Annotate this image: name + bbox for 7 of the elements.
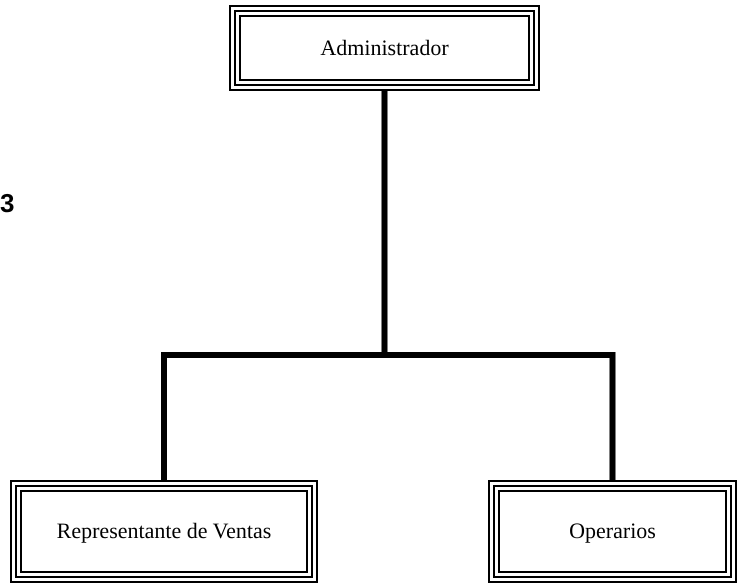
page-number: 3 (0, 188, 14, 219)
role-box (229, 5, 540, 91)
role-title: Administrador (319, 34, 450, 62)
role-title: Representante de Ventas (56, 518, 272, 545)
role-box (10, 480, 318, 583)
role-box (488, 480, 737, 583)
role-title: Operarios (568, 518, 657, 545)
